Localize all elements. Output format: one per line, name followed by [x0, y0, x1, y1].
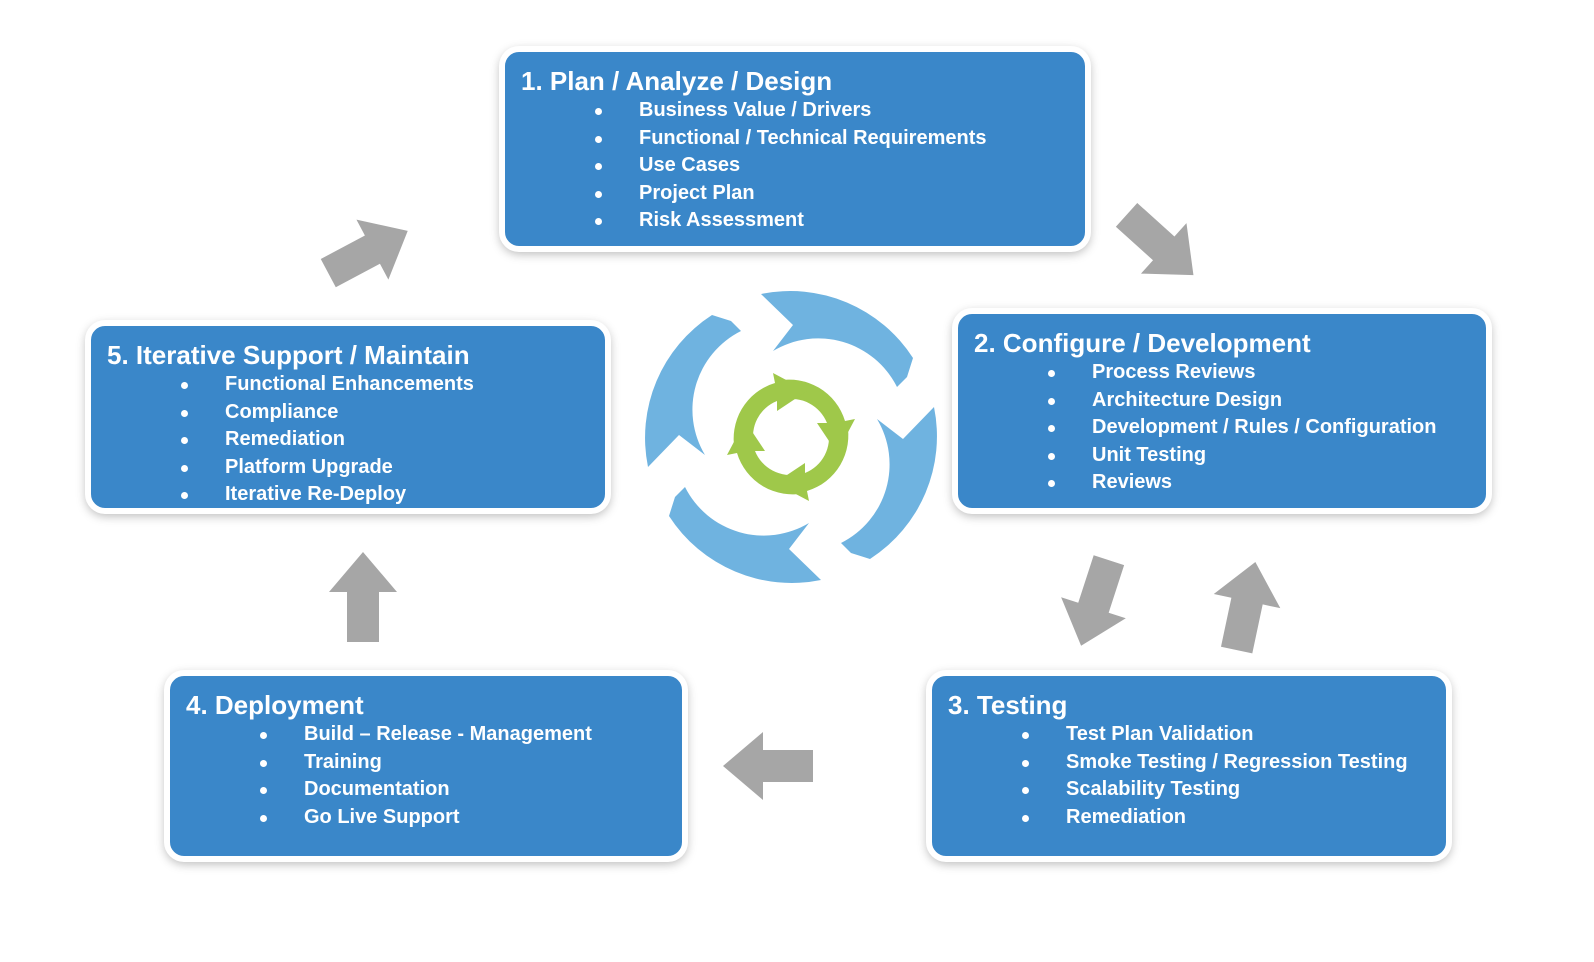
list-item-label: Platform Upgrade	[225, 455, 393, 478]
stage-title: 1. Plan / Analyze / Design	[521, 66, 833, 96]
list-item: Risk Assessment	[595, 207, 1069, 235]
bullet-icon	[181, 409, 188, 417]
bullet-icon	[1048, 370, 1055, 377]
bullet-icon	[1048, 452, 1055, 460]
list-item: Architecture Design	[1048, 387, 1470, 415]
list-item-label: Test Plan Validation	[1066, 723, 1254, 745]
list-item: Iterative Re-Deploy	[181, 481, 589, 509]
list-item-label: Compliance	[225, 400, 339, 423]
list-item: Project Plan	[595, 180, 1069, 208]
bullet-icon	[1048, 425, 1055, 432]
list-item-label: Remediation	[225, 428, 346, 450]
stage-item-list: Business Value / Drivers Functional / Te…	[521, 97, 1069, 235]
list-item-label: Risk Assessment	[639, 209, 804, 231]
list-item: Compliance	[181, 399, 589, 427]
stage-item-list: Test Plan Validation Smoke Testing / Reg…	[948, 721, 1430, 831]
list-item: Training	[260, 749, 666, 777]
stage-box-testing: 3. Testing Test Plan Validation Smoke Te…	[932, 676, 1446, 856]
bullet-icon	[1048, 397, 1055, 405]
list-item: Test Plan Validation	[1022, 721, 1430, 749]
bullet-icon	[181, 492, 188, 499]
list-item: Unit Testing	[1048, 442, 1470, 470]
stage-title: 5. Iterative Support / Maintain	[107, 340, 470, 370]
bullet-icon	[1048, 480, 1055, 487]
bullet-icon	[260, 787, 267, 794]
list-item-label: Iterative Re-Deploy	[225, 483, 407, 505]
stage-item-list: Functional Enhancements Compliance Remed…	[107, 371, 589, 509]
list-item-label: Reviews	[1092, 471, 1173, 493]
list-item: Business Value / Drivers	[595, 97, 1069, 125]
list-item: Process Reviews	[1048, 359, 1470, 387]
bullet-icon	[595, 108, 602, 115]
stage-title: 3. Testing	[948, 690, 1068, 720]
list-item-label: Architecture Design	[1092, 388, 1283, 411]
list-item: Use Cases	[595, 152, 1069, 180]
list-item-label: Training	[304, 750, 382, 773]
bullet-icon	[595, 135, 602, 143]
list-item-label: Business Value / Drivers	[639, 99, 872, 121]
bullet-icon	[260, 814, 267, 822]
list-item: Documentation	[260, 776, 666, 804]
bullet-icon	[595, 190, 602, 198]
bullet-icon	[595, 218, 602, 225]
cycle-inner-ring	[727, 373, 855, 501]
stage-item-list: Process Reviews Architecture Design Deve…	[974, 359, 1470, 497]
bullet-icon	[1022, 732, 1029, 739]
list-item: Development / Rules / Configuration	[1048, 414, 1470, 442]
list-item-label: Smoke Testing / Regression Testing	[1066, 750, 1408, 773]
stage-box-support: 5. Iterative Support / Maintain Function…	[91, 326, 605, 508]
list-item-label: Scalability Testing	[1066, 778, 1241, 800]
stage-box-plan: 1. Plan / Analyze / Design Business Valu…	[505, 52, 1085, 246]
list-item: Functional Enhancements	[181, 371, 589, 399]
bullet-icon	[595, 163, 602, 170]
bullet-icon	[1022, 759, 1029, 767]
bullet-icon	[1022, 814, 1029, 822]
stage-item-list: Build – Release - Management Training Do…	[186, 721, 666, 831]
list-item-label: Documentation	[304, 778, 450, 800]
list-item: Platform Upgrade	[181, 454, 589, 482]
list-item: Reviews	[1048, 469, 1470, 497]
list-item-label: Functional / Technical Requirements	[639, 126, 987, 149]
list-item: Scalability Testing	[1022, 776, 1430, 804]
bullet-icon	[260, 732, 267, 739]
list-item: Go Live Support	[260, 804, 666, 832]
list-item-label: Unit Testing	[1092, 443, 1207, 466]
bullet-icon	[1022, 787, 1029, 794]
list-item: Remediation	[181, 426, 589, 454]
bullet-icon	[181, 464, 188, 472]
bullet-icon	[181, 382, 188, 389]
stage-box-configure: 2. Configure / Development Process Revie…	[958, 314, 1486, 508]
list-item-label: Remediation	[1066, 805, 1187, 828]
list-item-label: Project Plan	[639, 181, 755, 204]
list-item-label: Process Reviews	[1092, 361, 1256, 383]
stage-box-deployment: 4. Deployment Build – Release - Manageme…	[170, 676, 682, 856]
list-item: Smoke Testing / Regression Testing	[1022, 749, 1430, 777]
stage-title: 4. Deployment	[186, 690, 364, 720]
list-item-label: Use Cases	[639, 154, 741, 176]
stage-title: 2. Configure / Development	[974, 328, 1311, 358]
list-item-label: Development / Rules / Configuration	[1092, 416, 1437, 438]
list-item-label: Functional Enhancements	[225, 373, 474, 395]
list-item: Remediation	[1022, 804, 1430, 832]
list-item-label: Go Live Support	[304, 805, 460, 828]
bullet-icon	[260, 759, 267, 767]
bullet-icon	[181, 437, 188, 444]
cycle-outer-ring	[645, 291, 937, 583]
list-item-label: Build – Release - Management	[304, 723, 592, 745]
list-item: Build – Release - Management	[260, 721, 666, 749]
list-item: Functional / Technical Requirements	[595, 125, 1069, 153]
